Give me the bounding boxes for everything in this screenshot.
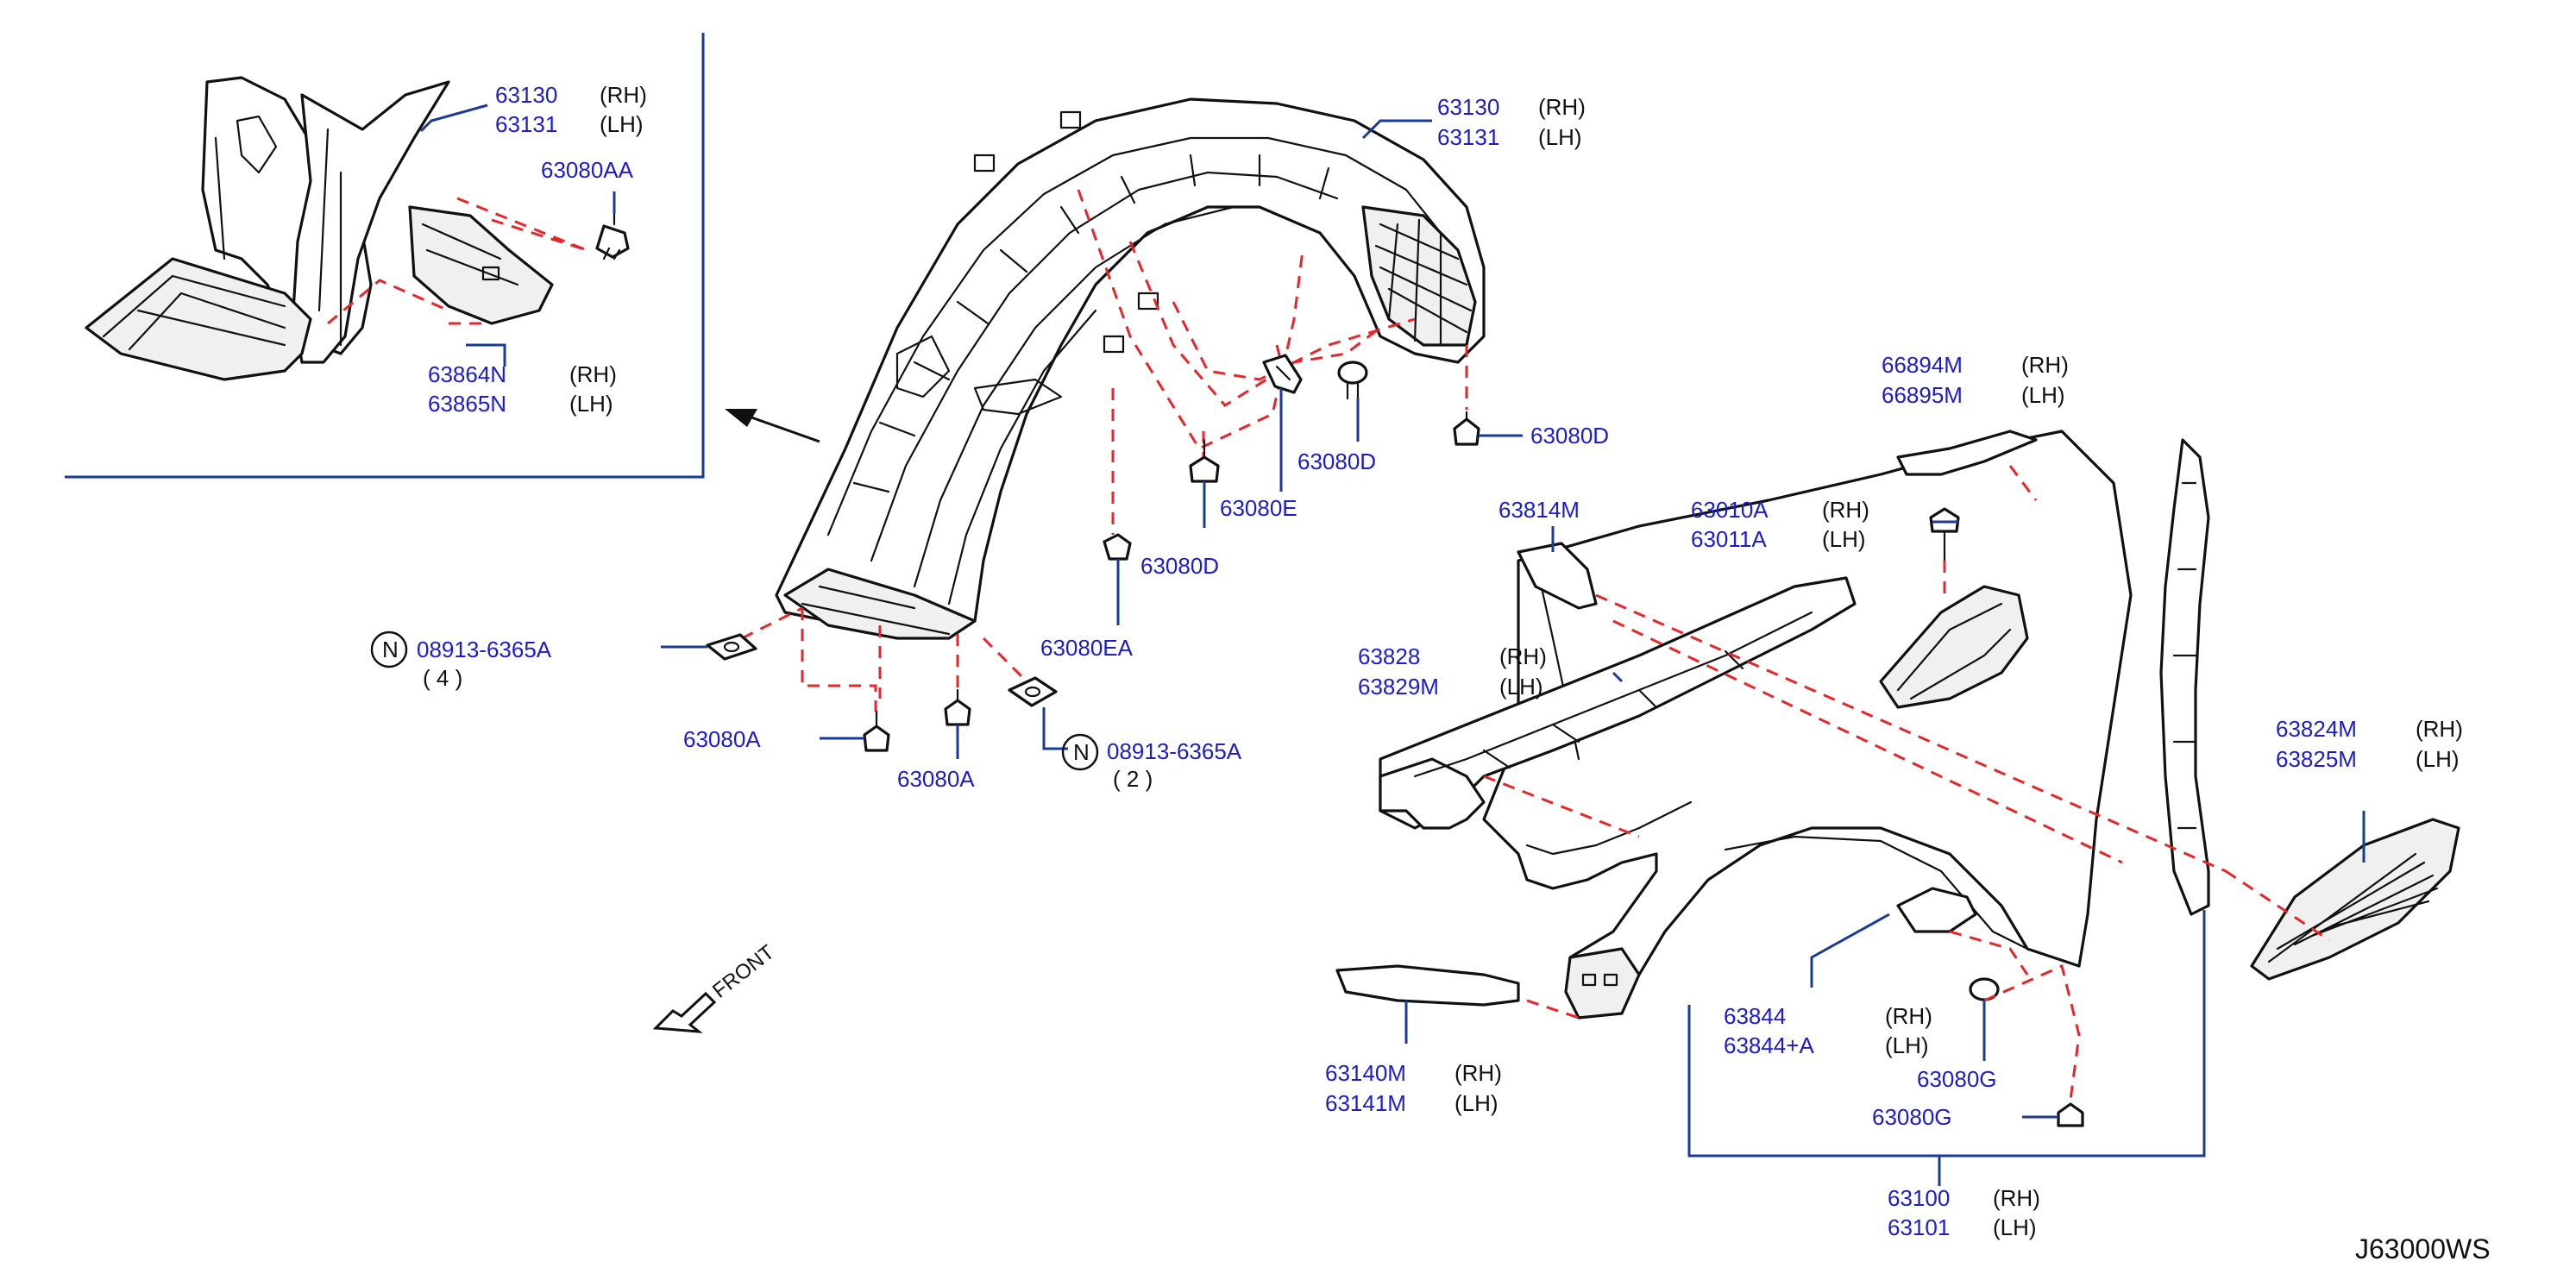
- diagram-code: J63000WS: [2355, 1233, 2491, 1264]
- screw-63080D-a: [1337, 361, 1368, 400]
- label-66894M-side: (RH): [2021, 352, 2069, 378]
- label-63828-side: (RH): [1499, 643, 1547, 669]
- nut-marker-4-letter: N: [382, 637, 399, 662]
- label-08913-2: 08913-6365A: [1107, 738, 1242, 764]
- label-63080D-b: 63080D: [1530, 423, 1609, 449]
- fender-liner-63130: [775, 97, 1486, 640]
- label-63080D-a: 63080D: [1297, 449, 1376, 474]
- bracket-63844: [1896, 887, 1977, 933]
- bolt-63080A-b: [944, 688, 971, 726]
- arrow-to-inset: [725, 409, 820, 443]
- label-63010A-side: (RH): [1822, 497, 1869, 523]
- label-66895M-side: (LH): [2021, 382, 2065, 408]
- labels: 63130 (RH) 63131 (LH) 63080AA 63864N (RH…: [417, 82, 2491, 1264]
- label-63824M-side: (RH): [2416, 716, 2463, 742]
- label-inset-63865N: 63865N: [428, 391, 506, 417]
- bolt-63010A: [1929, 507, 1960, 562]
- front-direction-arrow: FRONT: [652, 940, 779, 1033]
- seal-66894M: [1896, 430, 2038, 476]
- label-63101-side: (LH): [1993, 1214, 2037, 1240]
- label-66895M: 66895M: [1882, 382, 1963, 408]
- label-main-63130: 63130: [1437, 94, 1499, 120]
- inset-dashed-lines: [327, 197, 587, 325]
- front-label: FRONT: [708, 940, 779, 1002]
- label-main-63131-side: (LH): [1538, 124, 1582, 150]
- label-main-63130-side: (RH): [1538, 94, 1586, 120]
- screw-63080D-c: [1189, 438, 1220, 483]
- label-63844A: 63844+A: [1724, 1032, 1814, 1058]
- label-63844A-side: (LH): [1885, 1032, 1929, 1058]
- nut-marker-2-letter: N: [1073, 739, 1090, 765]
- label-inset-63864N-side: (RH): [569, 361, 617, 387]
- label-63101: 63101: [1888, 1214, 1950, 1240]
- fender-dashed-lines: [1483, 465, 2330, 1101]
- bracket-63814M: [1517, 542, 1598, 610]
- label-63140M: 63140M: [1325, 1060, 1406, 1086]
- label-inset-63131-side: (LH): [600, 111, 644, 137]
- label-63829M: 63829M: [1358, 674, 1439, 700]
- label-63825M: 63825M: [2276, 746, 2357, 772]
- label-63080EA: 63080EA: [1040, 635, 1134, 661]
- screw-63080D-b: [1453, 411, 1480, 446]
- label-main-63131: 63131: [1437, 124, 1499, 150]
- label-63824M: 63824M: [2276, 716, 2357, 742]
- label-63825M-side: (LH): [2416, 746, 2460, 772]
- label-63011A: 63011A: [1691, 526, 1767, 552]
- label-63080A-b: 63080A: [897, 766, 975, 792]
- label-inset-63130-side: (RH): [600, 82, 647, 108]
- liner-dashed-lines: [741, 189, 1468, 712]
- label-63080A-a: 63080A: [683, 726, 761, 752]
- screw-63080EA: [1103, 533, 1132, 561]
- nut-08913-4: [706, 633, 757, 661]
- nut-08913-2: [1008, 676, 1058, 707]
- inset-bolt-63080AA: [595, 212, 630, 260]
- fender-leaders: [1404, 520, 2366, 1186]
- inset-frame: [65, 33, 705, 479]
- label-63844: 63844: [1724, 1003, 1786, 1029]
- label-08913-4-qty: ( 4 ): [423, 665, 462, 691]
- label-63100-side: (RH): [1993, 1185, 2040, 1211]
- label-08913-2-qty: ( 2 ): [1113, 766, 1153, 792]
- label-63080G-a: 63080G: [1917, 1066, 1997, 1092]
- label-63814M: 63814M: [1498, 497, 1580, 523]
- guard-63140M: [1335, 964, 1520, 1007]
- clip-63080E: [1262, 354, 1303, 394]
- label-08913-4: 08913-6365A: [417, 637, 552, 662]
- label-63080E: 63080E: [1220, 495, 1297, 521]
- label-63080D-c: 63080D: [1140, 553, 1219, 579]
- inset-liner-illustration: [85, 76, 554, 381]
- label-inset-63131: 63131: [495, 111, 557, 137]
- label-63141M-side: (LH): [1454, 1090, 1498, 1116]
- liner-leaders: [661, 119, 1523, 759]
- label-63011A-side: (LH): [1822, 526, 1866, 552]
- nut-marker-4: N: [370, 631, 408, 668]
- seal-strip-right: [2159, 438, 2210, 916]
- bolt-63080A-a: [863, 710, 890, 752]
- label-inset-63130: 63130: [495, 82, 557, 108]
- label-63828: 63828: [1358, 643, 1420, 669]
- label-66894M: 66894M: [1882, 352, 1963, 378]
- nut-marker-2: N: [1061, 733, 1099, 771]
- label-63080G-b: 63080G: [1872, 1104, 1952, 1130]
- label-63141M: 63141M: [1325, 1090, 1406, 1116]
- label-63140M-side: (RH): [1454, 1060, 1502, 1086]
- reinforcement-63828: [1379, 576, 1857, 830]
- side-grille-63824M: [2250, 818, 2460, 981]
- label-63829M-side: (LH): [1499, 674, 1543, 700]
- label-63100: 63100: [1888, 1185, 1950, 1211]
- label-63010A: 63010A: [1691, 497, 1769, 523]
- label-inset-63080AA: 63080AA: [541, 157, 634, 183]
- label-inset-63865N-side: (LH): [569, 391, 613, 417]
- label-inset-63864N: 63864N: [428, 361, 506, 387]
- label-63844-side: (RH): [1885, 1003, 1932, 1029]
- inset-leaders: [419, 104, 616, 367]
- clip-63080G-b: [2057, 1102, 2084, 1127]
